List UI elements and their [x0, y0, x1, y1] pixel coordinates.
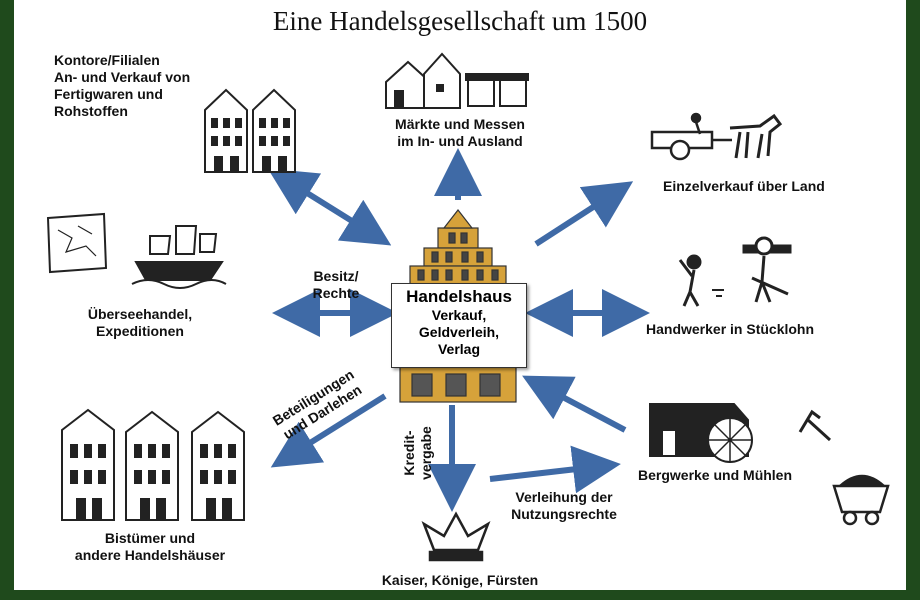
arrow-bergwerke: [522, 375, 627, 433]
center-node-handelshaus: Handelshaus Verkauf, Geldverleih, Verlag: [391, 283, 527, 368]
arrow-beteiligungen: [270, 393, 387, 468]
node-bergwerke: Bergwerke und Mühlen: [638, 467, 793, 483]
arrow-verleihung: [489, 445, 621, 494]
mine-cart-icon: [832, 474, 890, 526]
node-einzelverkauf: Einzelverkauf über Land: [663, 178, 825, 194]
water-mill-icon: [649, 403, 832, 463]
horse-cart-icon: [650, 112, 783, 161]
arrow-einzelverkauf: [534, 181, 634, 247]
page-title: Eine Handelsgesellschaft um 1500: [272, 6, 648, 36]
arrow-kontore: [267, 168, 392, 246]
node-bistuemer: Bistümer und andere Handelshäuser: [74, 530, 226, 563]
center-title: Handelshaus: [406, 287, 512, 306]
edge-label-kredit: Kredit- vergabe: [401, 426, 434, 480]
townhouse-icon: [61, 408, 245, 521]
craftsmen-icon: [678, 236, 792, 307]
map-icon: [46, 212, 108, 274]
townhouse-icon: [204, 88, 296, 173]
guild-hall-icon: [399, 209, 517, 403]
node-kontore: Kontore/Filialen An- und Verkauf von Fer…: [54, 52, 191, 119]
market-stall-icon: [385, 52, 529, 109]
ship-icon: [131, 225, 227, 289]
node-uebersee: Überseehandel, Expeditionen: [87, 306, 193, 339]
node-maerkte: Märkte und Messen im In- und Ausland: [395, 116, 525, 149]
edge-label-besitz: Besitz/ Rechte: [312, 268, 360, 301]
edge-label-verleihung: Verleihung der Nutzungsrechte: [511, 489, 617, 522]
center-subtitle: Verkauf, Geldverleih, Verlag: [418, 307, 500, 357]
node-kaiser: Kaiser, Könige, Fürsten: [381, 572, 539, 588]
node-handwerker: Handwerker in Stücklohn: [646, 321, 815, 337]
crown-icon: [421, 511, 491, 562]
